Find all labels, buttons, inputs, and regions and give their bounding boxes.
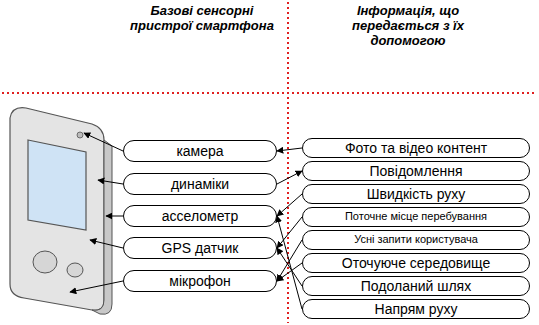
info-box: Усні запити користувача <box>302 230 530 250</box>
box-text: GPS датчик <box>162 241 239 256</box>
divider-line <box>2 92 537 94</box>
connector-arrow <box>277 194 302 216</box>
box-text: Усні запити користувача <box>354 234 478 246</box>
sensor-box: динаміки <box>123 173 277 195</box>
sensor-box: камера <box>123 140 277 162</box>
leader-arrow <box>106 216 123 217</box>
box-text: Повідомлення <box>370 164 463 179</box>
info-box: Напрям руху <box>302 299 530 319</box>
info-box: Повідомлення <box>302 161 530 181</box>
connector-arrow <box>277 148 302 151</box>
leader-arrow <box>90 240 123 248</box>
box-text: Швидкість руху <box>367 187 466 202</box>
sensor-box: GPS датчик <box>123 237 277 259</box>
column-heading: Інформація, що передається з їх допомого… <box>318 4 498 49</box>
box-text: динаміки <box>171 177 229 192</box>
info-box: Швидкість руху <box>302 184 530 204</box>
box-text: асселометр <box>162 209 238 224</box>
info-box: Поточне місце перебування <box>302 207 530 227</box>
column-heading: Базові сенсорні пристрої смартфона <box>128 4 276 34</box>
divider-line <box>287 2 289 323</box>
box-text: Подоланий шлях <box>361 279 471 294</box>
box-text: Фото та відео контент <box>345 141 487 156</box>
connector-arrow <box>277 217 302 248</box>
sensor-box: асселометр <box>123 205 277 227</box>
leader-arrow <box>98 180 123 184</box>
connector-arrow <box>277 263 302 281</box>
box-text: Напрям руху <box>375 302 458 317</box>
leader-arrow <box>84 133 123 151</box>
box-text: Поточне місце перебування <box>345 211 487 223</box>
info-box: Фото та відео контент <box>302 138 530 158</box>
sensor-box: мікрофон <box>123 270 277 292</box>
box-text: Оточуюче середовище <box>342 256 491 271</box>
box-text: камера <box>176 144 223 159</box>
connector-arrow <box>277 248 302 286</box>
connector-arrow <box>277 171 302 184</box>
box-text: мікрофон <box>169 274 230 289</box>
info-box: Оточуюче середовище <box>302 253 530 273</box>
leader-arrow <box>70 281 123 292</box>
connector-arrow <box>277 240 302 281</box>
info-box: Подоланий шлях <box>302 276 530 296</box>
connector-arrow <box>277 216 302 309</box>
